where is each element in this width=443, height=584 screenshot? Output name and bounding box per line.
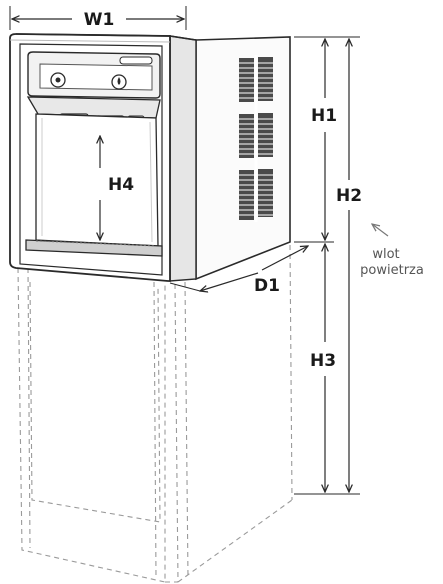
- dispenser-cabinet: [9, 33, 291, 282]
- air-inlet-label-line2: powietrza: [360, 263, 424, 278]
- air-inlet-label-line1: wlot: [372, 247, 399, 262]
- dimension-label-d1: D1: [254, 276, 280, 296]
- dispensing-recess: [35, 113, 159, 247]
- control-panel: [27, 51, 161, 99]
- dimension-lines: [9, 6, 389, 495]
- dimension-label-w1: W1: [84, 10, 115, 30]
- dimension-label-h4: H4: [108, 175, 134, 195]
- dimension-label-h1: H1: [311, 106, 337, 126]
- dimension-label-h2: H2: [336, 186, 362, 206]
- dimension-label-h3: H3: [310, 351, 336, 371]
- stand-outline: [17, 244, 293, 583]
